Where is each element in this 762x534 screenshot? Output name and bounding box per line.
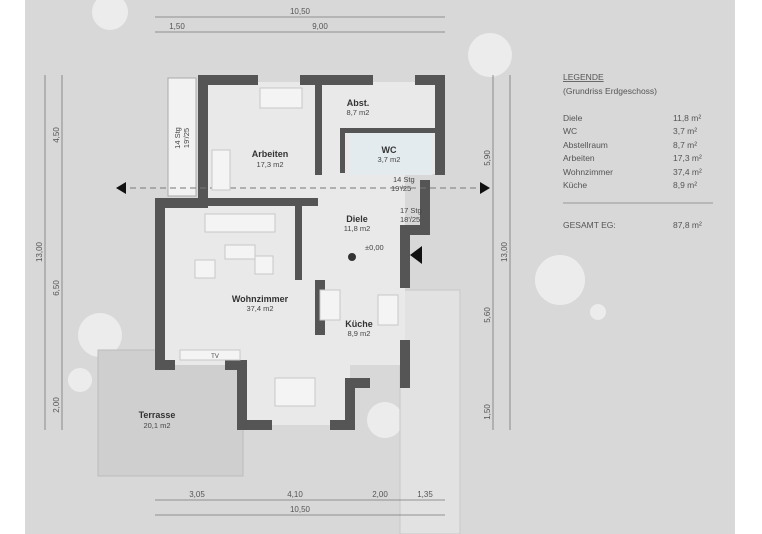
dim-right-2: 5,60 <box>483 307 492 323</box>
dim-bottom-1: 3,05 <box>189 490 205 499</box>
legend-total-value: 87,8 m² <box>673 220 702 230</box>
dim-right-3: 1,50 <box>483 404 492 420</box>
stair-outer-count: 14 Stg <box>173 127 182 149</box>
wc-floor <box>350 133 432 175</box>
room-name-wohnzimmer: Wohnzimmer <box>232 294 289 304</box>
dim-bottom-2: 4,10 <box>287 490 303 499</box>
level-marker-icon <box>348 253 356 261</box>
legend-label: Abstellraum <box>563 140 608 150</box>
dim-left-total: 13,00 <box>35 241 44 262</box>
legend-value: 11,8 m² <box>673 113 701 123</box>
dim-right-1: 5,90 <box>483 150 492 166</box>
legend-value: 3,7 m² <box>673 126 697 136</box>
room-area-abst: 8,7 m2 <box>347 108 370 117</box>
legend-label: Arbeiten <box>563 153 595 163</box>
room-name-abst: Abst. <box>347 98 370 108</box>
terrasse <box>97 349 244 477</box>
stair-a-count: 14 Stg <box>393 175 415 184</box>
path <box>399 289 461 534</box>
room-area-kueche: 8,9 m2 <box>348 329 371 338</box>
dim-left-2: 6,50 <box>52 280 61 296</box>
legend-label: Wohnzimmer <box>563 167 613 177</box>
dim-left-3: 2,00 <box>52 397 61 413</box>
legend: LEGENDE (Grundriss Erdgeschoss) Diele 11… <box>563 72 713 230</box>
section-arrow-right-icon <box>480 182 490 194</box>
furniture <box>179 87 399 407</box>
room-name-diele: Diele <box>346 214 368 224</box>
stair-b-count: 17 Stg <box>400 206 422 215</box>
legend-value: 37,4 m² <box>673 167 702 177</box>
section-arrow-left-icon <box>116 182 126 194</box>
room-area-wc: 3,7 m2 <box>378 155 401 164</box>
dimension-lines <box>44 16 511 516</box>
dim-top-left: 1,50 <box>169 22 185 31</box>
legend-label: Küche <box>563 180 587 190</box>
room-name-kueche: Küche <box>345 319 373 329</box>
room-area-diele: 11,8 m2 <box>344 224 371 233</box>
legend-total-label: GESAMT EG: <box>563 220 616 230</box>
dim-bottom-total: 10,50 <box>290 505 311 514</box>
outer-stair <box>167 77 197 197</box>
dim-bottom-3: 2,00 <box>372 490 388 499</box>
legend-value: 8,7 m² <box>673 140 697 150</box>
stair-outer-rise: 19'/25 <box>182 128 191 148</box>
legend-subtitle: (Grundriss Erdgeschoss) <box>563 86 657 96</box>
legend-value: 17,3 m² <box>673 153 702 163</box>
room-area-wohnzimmer: 37,4 m2 <box>246 304 273 313</box>
dim-top-right: 9,00 <box>312 22 328 31</box>
legend-value: 8,9 m² <box>673 180 697 190</box>
legend-label: WC <box>563 126 577 136</box>
room-name-arbeiten: Arbeiten <box>252 149 289 159</box>
dim-right-total: 13,00 <box>500 241 509 262</box>
entrance-arrow-icon <box>410 246 422 264</box>
level-label: ±0,00 <box>365 243 384 252</box>
tree-icons <box>68 0 606 438</box>
stair-a-rise: 19'/25 <box>391 184 411 193</box>
dim-left-1: 4,50 <box>52 127 61 143</box>
dim-bottom-4: 1,35 <box>417 490 433 499</box>
room-name-terrasse: Terrasse <box>139 410 176 420</box>
tv-label: TV <box>211 354 219 360</box>
room-area-arbeiten: 17,3 m2 <box>256 160 283 169</box>
room-name-wc: WC <box>382 145 397 155</box>
dim-top-total: 10,50 <box>290 7 311 16</box>
stair-b-rise: 18'/25 <box>400 215 420 224</box>
room-area-terrasse: 20,1 m2 <box>143 421 170 430</box>
legend-title: LEGENDE <box>563 72 604 82</box>
legend-label: Diele <box>563 113 583 123</box>
